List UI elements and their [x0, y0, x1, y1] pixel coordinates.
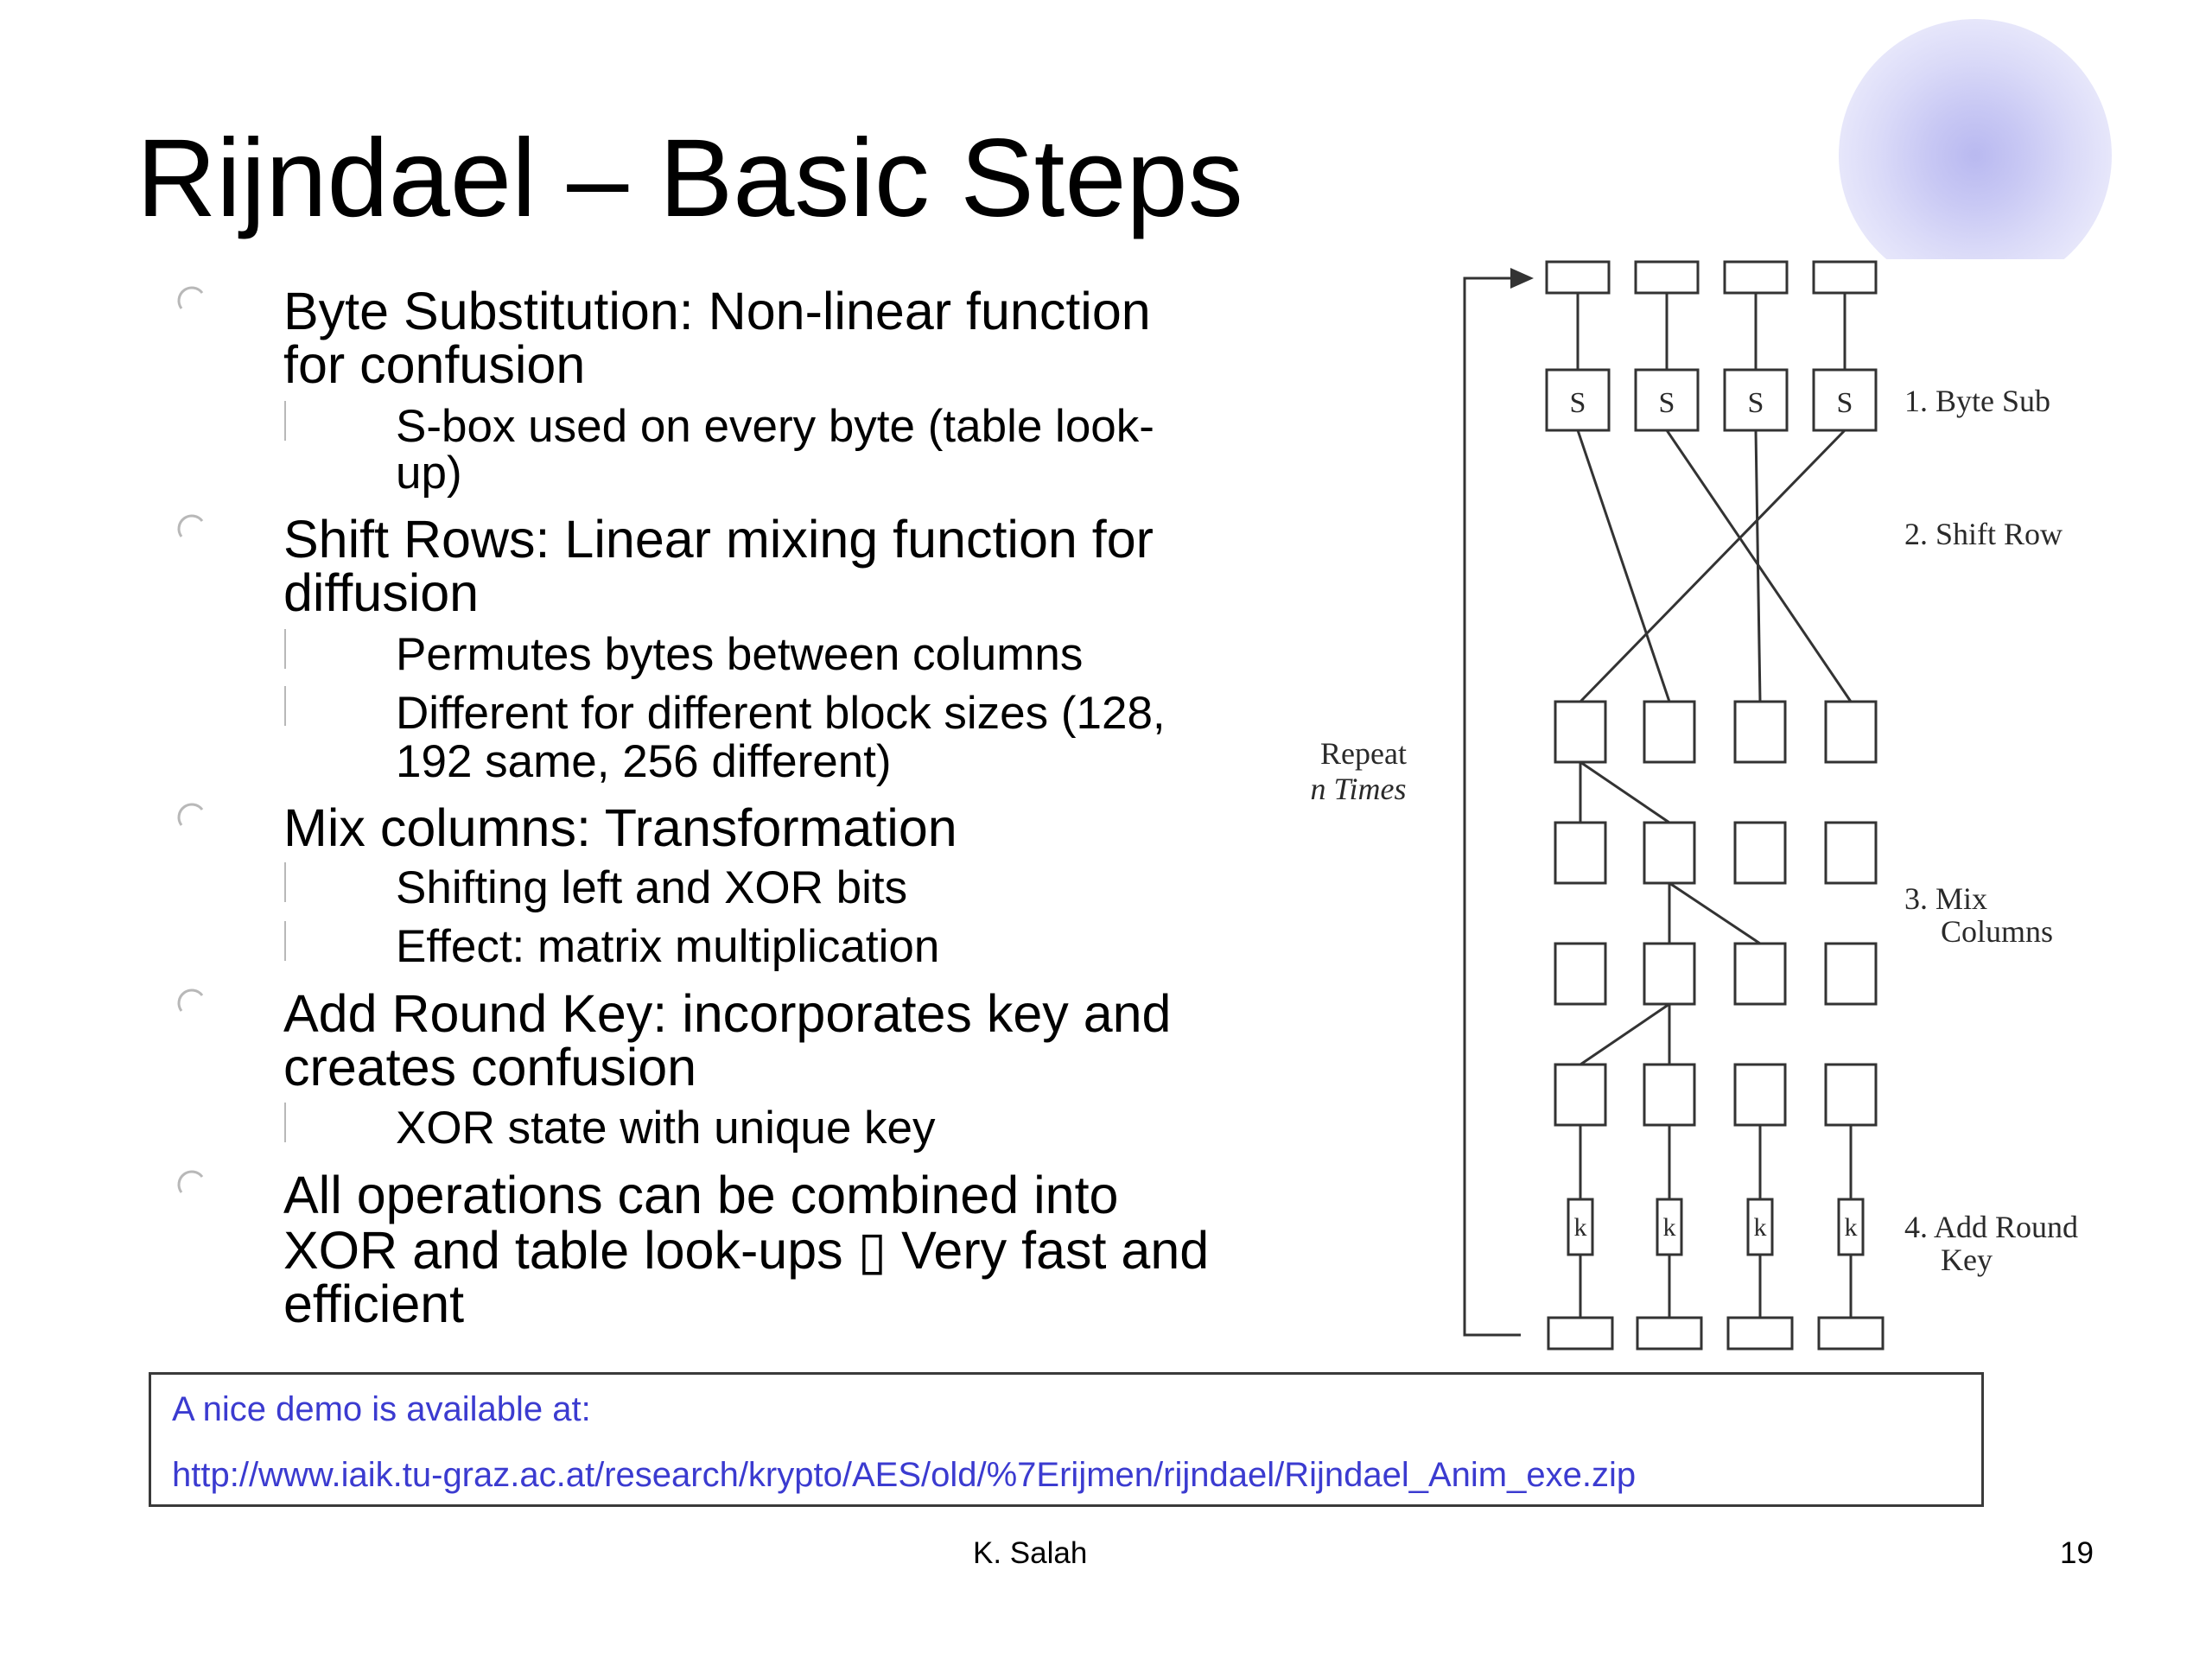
sub-bullet-marker-icon [284, 1103, 286, 1142]
bullet-text: XOR and table look-ups ▯ Very fast and [283, 1221, 1210, 1280]
s-box-label: S [1659, 387, 1675, 419]
input-byte-box [1723, 260, 1789, 295]
demo-link[interactable]: http://www.iaik.tu-graz.ac.at/research/k… [172, 1456, 1637, 1494]
repeat-label: Repeat [1320, 736, 1407, 771]
step-label-mix-columns: Columns [1941, 914, 2053, 949]
sub-bullet-marker-icon [284, 862, 286, 902]
bullet-marker-icon [177, 803, 204, 826]
step-label-add-round-key: 4. Add Round [1904, 1210, 2078, 1244]
input-byte-box [1812, 260, 1878, 295]
bullet-text: Shift Rows: Linear mixing function for [283, 510, 1154, 569]
shift-row-line [1579, 429, 1847, 703]
bullet-text: Mix columns: Transformation [283, 798, 957, 857]
input-byte-box [1545, 260, 1611, 295]
step-label-shift-row: 2. Shift Row [1904, 517, 2063, 551]
bullet-text: efficient [283, 1274, 465, 1333]
arrow-head-icon [1510, 268, 1534, 289]
decorative-circle [1839, 19, 2112, 259]
sub-bullet-text: Permutes bytes between columns [396, 629, 1084, 680]
output-byte-box [1547, 1316, 1614, 1351]
bullet-marker-icon [177, 1170, 204, 1193]
sub-bullet-text: up) [396, 448, 462, 499]
step-label-byte-sub: 1. Byte Sub [1904, 384, 2050, 418]
bullet-text: All operations can be combined into [283, 1166, 1119, 1224]
step-label-add-round-key: Key [1941, 1243, 1993, 1277]
step-label-mix-columns: 3. Mix [1904, 881, 1987, 916]
key-label: k [1754, 1213, 1767, 1242]
sub-bullet-text: XOR state with unique key [396, 1103, 936, 1154]
sub-bullet-marker-icon [284, 401, 286, 441]
sub-bullet-text: Different for different block sizes (128… [396, 688, 1166, 739]
bullet-marker-icon [177, 988, 204, 1012]
repeat-loop-line [1463, 276, 1522, 1337]
slide-title: Rijndael – Basic Steps [137, 117, 1243, 240]
key-label: k [1845, 1213, 1858, 1242]
output-byte-box [1636, 1316, 1703, 1351]
sub-bullet-marker-icon [284, 686, 286, 726]
s-box-label: S [1570, 387, 1586, 419]
output-byte-box [1726, 1316, 1794, 1351]
bullet-text: creates confusion [283, 1038, 697, 1096]
bullet-marker-icon [177, 514, 204, 537]
key-label: k [1574, 1213, 1587, 1242]
s-box-label: S [1748, 387, 1764, 419]
sub-bullet-marker-icon [284, 629, 286, 669]
sub-bullet-text: Effect: matrix multiplication [396, 921, 940, 972]
bullet-text: for confusion [283, 335, 586, 394]
repeat-label: n Times [1310, 772, 1406, 806]
demo-note: A nice demo is available at: [172, 1390, 591, 1428]
demo-box: A nice demo is available at: http://www.… [149, 1372, 1984, 1507]
bullet-marker-icon [177, 286, 204, 309]
sub-bullet-marker-icon [284, 921, 286, 961]
page-number: 19 [2060, 1536, 2094, 1570]
bullet-text: diffusion [283, 563, 480, 622]
s-box-label: S [1837, 387, 1853, 419]
sub-bullet-text: 192 same, 256 different) [396, 736, 892, 787]
input-byte-box [1634, 260, 1700, 295]
sub-bullet-text: S-box used on every byte (table look- [396, 401, 1154, 452]
output-byte-box [1817, 1316, 1885, 1351]
shift-row-line [1754, 429, 1762, 702]
bullet-text: Add Round Key: incorporates key and [283, 984, 1172, 1043]
footer-author: K. Salah [973, 1536, 1088, 1570]
bullet-text: Byte Substitution: Non-linear function [283, 282, 1151, 340]
key-label: k [1663, 1213, 1676, 1242]
shift-row-line [1576, 429, 1671, 702]
sub-bullet-text: Shifting left and XOR bits [396, 862, 908, 913]
